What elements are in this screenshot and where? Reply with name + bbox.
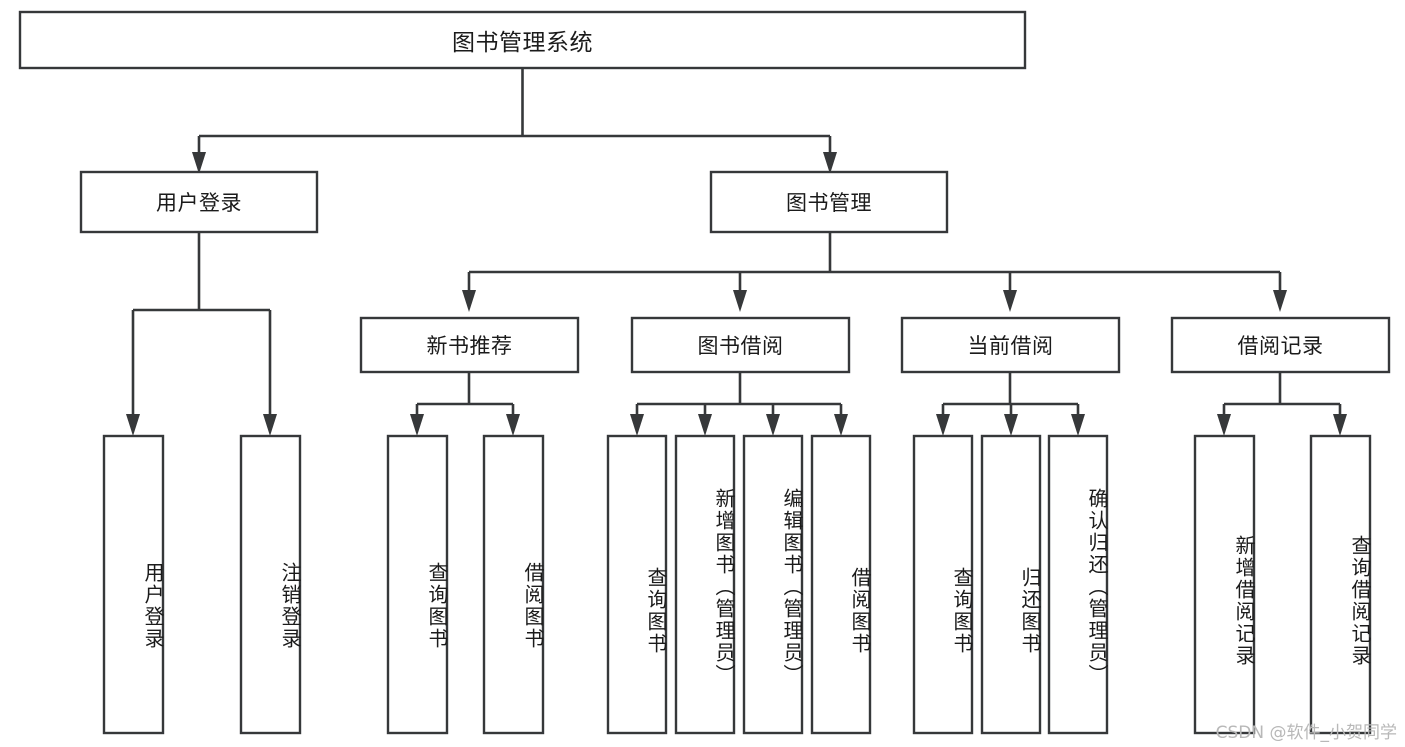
node-box-leaf-query-book-3[interactable]: [912, 434, 974, 735]
node-box-current-borrow[interactable]: [900, 316, 1121, 374]
arrow-to-leaf-query-book-1: [410, 414, 424, 436]
node-box-leaf-add-record[interactable]: [1193, 434, 1256, 735]
connector-group-book-management: [462, 232, 1287, 312]
arrow-to-current-borrow: [1003, 290, 1017, 312]
arrow-to-leaf-return-book: [1004, 414, 1018, 436]
node-box-borrow-record[interactable]: [1170, 316, 1391, 374]
arrow-to-leaf-query-record: [1333, 414, 1347, 436]
arrow-to-book-borrow: [733, 290, 747, 312]
arrow-to-leaf-query-book-3: [936, 414, 950, 436]
node-box-user-login[interactable]: [79, 170, 319, 234]
arrow-to-leaf-add-record: [1217, 414, 1231, 436]
node-box-leaf-borrow-book-2[interactable]: [810, 434, 872, 735]
connector-group-root: [192, 68, 837, 174]
arrow-to-leaf-query-book-2: [630, 414, 644, 436]
node-box-leaf-add-book[interactable]: [674, 434, 736, 735]
connector-group-borrow-record: [1217, 372, 1347, 436]
node-box-leaf-user-login[interactable]: [102, 434, 165, 735]
node-box-leaf-query-book-1[interactable]: [386, 434, 449, 735]
arrow-to-leaf-logout-login: [263, 414, 277, 436]
connector-group-new-book-recommend: [410, 372, 520, 436]
node-box-leaf-return-book[interactable]: [980, 434, 1042, 735]
connector-group-book-borrow: [630, 372, 848, 436]
node-box-book-borrow[interactable]: [630, 316, 851, 374]
node-box-leaf-query-book-2[interactable]: [606, 434, 668, 735]
node-box-leaf-edit-book[interactable]: [742, 434, 804, 735]
arrow-to-leaf-borrow-book-1: [506, 414, 520, 436]
arrow-to-leaf-confirm-return: [1071, 414, 1085, 436]
arrow-to-book-management: [823, 152, 837, 174]
arrow-to-leaf-borrow-book-2: [834, 414, 848, 436]
connector-group-user-login: [126, 232, 277, 436]
node-box-root[interactable]: [18, 10, 1027, 70]
node-box-leaf-query-record[interactable]: [1309, 434, 1372, 735]
connector-group-current-borrow: [936, 372, 1085, 436]
arrow-to-leaf-edit-book: [766, 414, 780, 436]
arrow-to-user-login: [192, 152, 206, 174]
node-box-leaf-confirm-return[interactable]: [1047, 434, 1109, 735]
arrow-to-leaf-add-book: [698, 414, 712, 436]
node-box-leaf-logout-login[interactable]: [239, 434, 302, 735]
node-box-leaf-borrow-book-1[interactable]: [482, 434, 545, 735]
node-box-book-management[interactable]: [709, 170, 949, 234]
arrow-to-leaf-user-login: [126, 414, 140, 436]
node-box-new-book-recommend[interactable]: [359, 316, 580, 374]
arrow-to-new-book-recommend: [462, 290, 476, 312]
arrow-to-borrow-record: [1273, 290, 1287, 312]
